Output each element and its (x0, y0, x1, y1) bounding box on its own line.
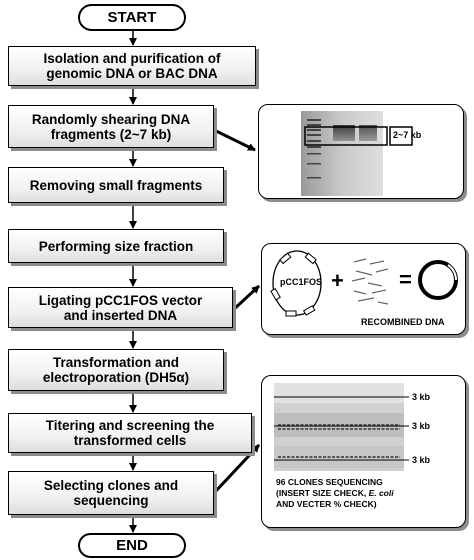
gel-image (301, 111, 413, 196)
dna-fragments (351, 258, 389, 305)
caption-species: E. coli (368, 488, 394, 498)
clones-gel-image (274, 383, 409, 471)
step-isolation: Isolation and purification of genomic DN… (8, 46, 256, 86)
marker-label-2: 3 kb (412, 421, 431, 431)
ligation-panel: pCC1FOS + = RECOMBINED DNA (261, 243, 466, 335)
caption-line-2-text: (INSERT SIZE CHECK, (276, 488, 369, 498)
clones-caption: 96 CLONES SEQUENCING (INSERT SIZE CHECK,… (276, 477, 454, 510)
ladder-bands (307, 119, 321, 179)
band-box (304, 126, 388, 146)
ligation-drawing (270, 250, 458, 317)
marker-label-3: 3 kb (412, 455, 431, 465)
caption-line-2: (INSERT SIZE CHECK, E. coli (276, 488, 454, 499)
clones-panel: 3 kb 3 kb 3 kb 96 CLONES SEQUENCING (INS… (261, 375, 466, 528)
vector-label: pCC1FOS (280, 277, 323, 287)
caption-line-3: AND VECTER % CHECK) (276, 499, 377, 509)
step-transformation: Transformation and electroporation (DH5α… (8, 349, 224, 391)
caption-line-1: 96 CLONES SEQUENCING (276, 477, 383, 487)
step-ligating: Ligating pCC1FOS vector and inserted DNA (8, 287, 233, 328)
step-titering: Titering and screening the transformed c… (8, 413, 252, 453)
step-removing-fragments: Removing small fragments (8, 167, 224, 203)
step-shearing: Randomly shearing DNA fragments (2~7 kb) (8, 105, 214, 148)
plus-sign: + (331, 268, 344, 293)
step-selecting-clones: Selecting clones and sequencing (8, 471, 214, 515)
marker-label-1: 3 kb (412, 392, 431, 402)
panel-arrows (212, 128, 261, 495)
vector-plasmid (272, 250, 322, 316)
step-size-fraction: Performing size fraction (8, 229, 224, 263)
recombined-dna-label: RECOMBINED DNA (361, 317, 445, 327)
start-terminal: START (78, 4, 186, 31)
gel-panel: 2~7 kb (258, 104, 464, 199)
end-terminal: END (78, 533, 186, 558)
clone-bands (278, 424, 400, 458)
band-size-label: 2~7 kb (393, 130, 422, 140)
marker-lines (274, 396, 409, 461)
equals-sign: = (399, 267, 412, 292)
